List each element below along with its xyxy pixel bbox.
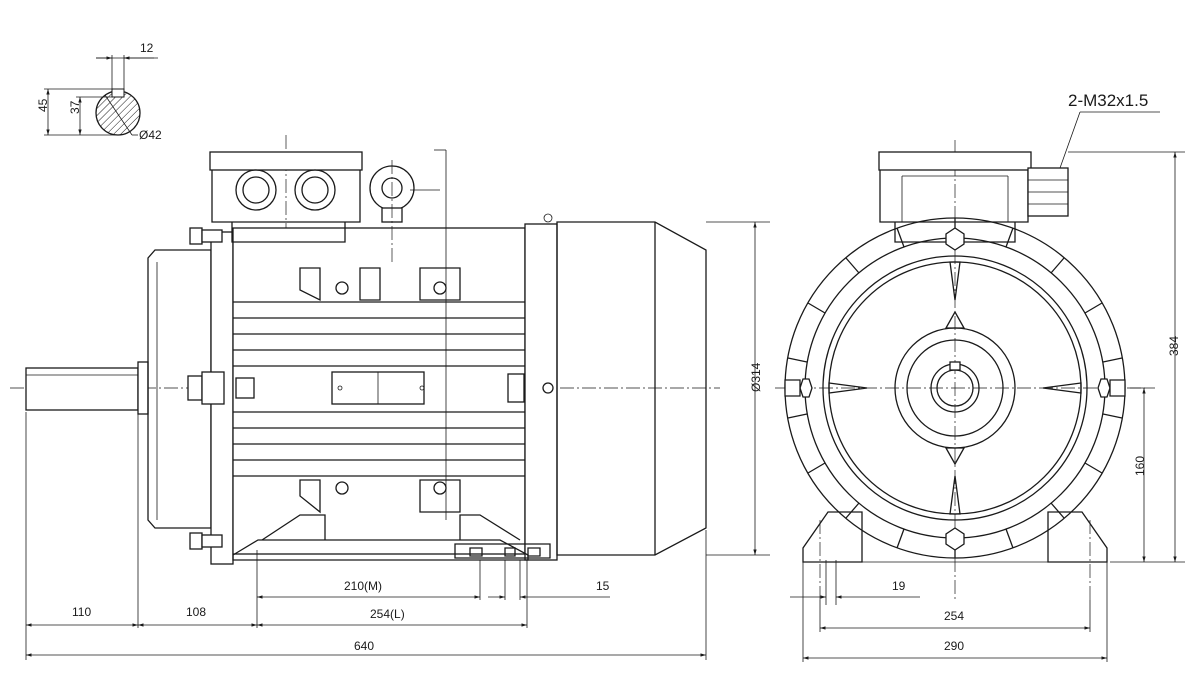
- foot-hole-side-label: 15: [596, 579, 610, 593]
- terminal-box-side: [209, 151, 363, 243]
- mounting-foot-side: [232, 514, 551, 561]
- shaft-height-total-label: 45: [36, 98, 50, 112]
- fan-cover: [556, 221, 707, 556]
- base-width-label: 290: [944, 639, 964, 653]
- terminal-box-end: [878, 151, 1069, 243]
- end-shield-ribs: [828, 261, 1082, 515]
- shaft-length-label: 110: [72, 605, 91, 619]
- mounting-feet-end: [802, 511, 1108, 600]
- motor-shaft: [25, 367, 139, 411]
- frame-bolts: [187, 227, 525, 550]
- flange-to-foot-label: 108: [186, 605, 206, 619]
- dimensions: 110 108 210(M) 254(L) 15 640 Ø314 2-M32x…: [25, 91, 1185, 662]
- foot-span-label: 254: [944, 609, 964, 623]
- shaft-key-detail: 12 45 37 Ø42: [36, 41, 162, 142]
- motor-end-view: [775, 140, 1145, 600]
- key-width-label: 12: [140, 41, 154, 55]
- overall-height-label: 384: [1167, 336, 1181, 356]
- cable-gland-label: 2-M32x1.5: [1068, 91, 1148, 110]
- end-shaft-key: [949, 361, 961, 371]
- motor-side-view: [10, 135, 720, 565]
- foot-pitch-label: 210(M): [344, 579, 382, 593]
- end-fins: [787, 218, 1123, 558]
- shaft-diameter-label: Ø42: [139, 128, 162, 142]
- end-shield: [822, 255, 1088, 521]
- shaft-height-label: 160: [1133, 456, 1147, 476]
- cooling-fins: [233, 301, 525, 477]
- body-diameter-label: Ø314: [749, 362, 763, 392]
- foot-hole-end-label: 19: [892, 579, 906, 593]
- shaft-height-key-label: 37: [68, 100, 82, 114]
- lifting-eye: [369, 165, 440, 223]
- end-bolts: [784, 227, 1126, 551]
- overall-length-label: 640: [354, 639, 374, 653]
- foot-length-label: 254(L): [370, 607, 405, 621]
